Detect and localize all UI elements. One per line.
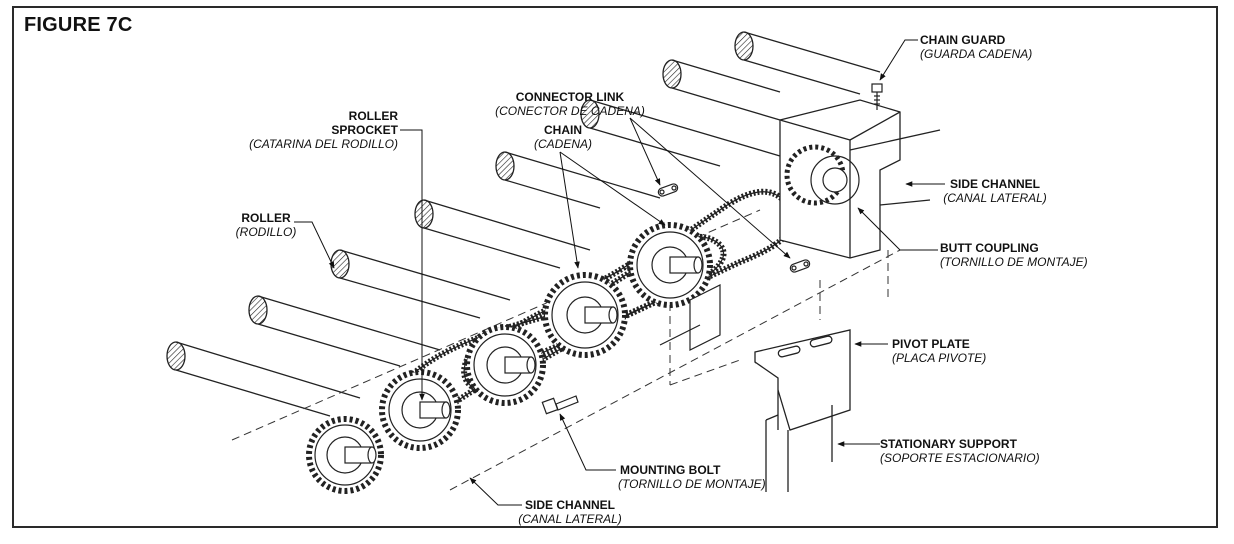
pivot-plate: [754, 329, 851, 431]
connector-link: [789, 259, 811, 273]
roller-sprocket-label: ROLLER SPROCKET (CATARINA DEL RODILLO): [249, 109, 398, 151]
roller-tube: [662, 59, 781, 121]
pivot-plate-label: PIVOT PLATE (PLACA PIVOTE): [892, 337, 987, 365]
sprocket: [379, 369, 461, 451]
chain-guard-housing: [779, 99, 941, 259]
mounting-bolt: [541, 395, 579, 415]
sprocket: [542, 272, 628, 358]
stationary-support-label: STATIONARY SUPPORT (SOPORTE ESTACIONARIO…: [880, 437, 1040, 465]
mounting-bolt-label: MOUNTING BOLT (TORNILLO DE MONTAJE): [618, 463, 766, 491]
figure-frame: [12, 6, 1218, 528]
sprocket: [627, 222, 713, 308]
sprocket: [464, 324, 546, 406]
connector-link-label: CONNECTOR LINK (CONECTOR DE CADENA): [495, 90, 645, 118]
sprocket: [306, 416, 384, 494]
chain-guard-label: CHAIN GUARD (GUARDA CADENA): [920, 33, 1033, 61]
figure-title: FIGURE 7C: [24, 14, 133, 36]
mounting-bracket: [659, 284, 721, 351]
roller-tube: [248, 295, 441, 367]
chain-guard-bolt: [871, 83, 883, 110]
butt-coupling-label: BUTT COUPLING (TORNILLO DE MONTAJE): [940, 241, 1088, 269]
roller-tube: [414, 199, 591, 269]
stationary-support: [765, 405, 833, 492]
side-channel-bottom-label: SIDE CHANNEL (CANAL LATERAL): [518, 498, 622, 526]
connector-link: [657, 183, 679, 197]
roller-tube: [495, 151, 661, 209]
chain-label: CHAIN (CADENA): [533, 123, 592, 151]
roller-tube: [330, 249, 511, 319]
roller-tube: [166, 341, 361, 417]
side-channel-right-label: SIDE CHANNEL (CANAL LATERAL): [943, 177, 1047, 205]
roller-tube: [734, 31, 881, 100]
roller-label: ROLLER (RODILLO): [235, 211, 297, 239]
roller-tube: [580, 99, 781, 167]
